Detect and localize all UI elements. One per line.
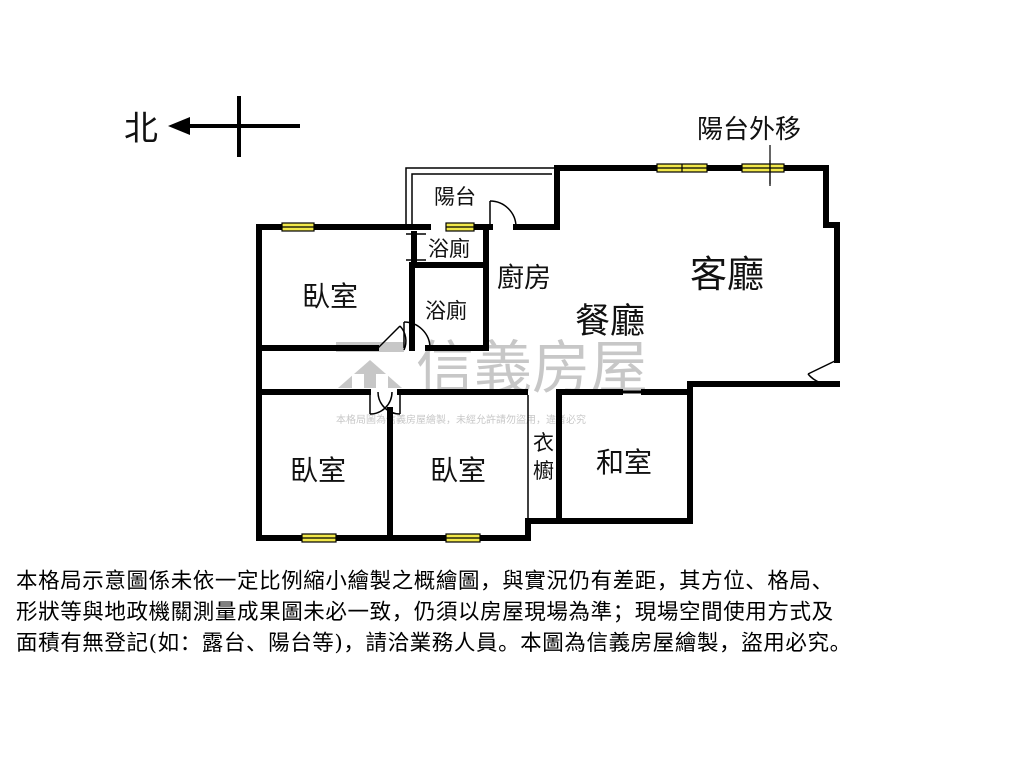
compass: 北 xyxy=(124,96,300,157)
door-bedroom-3 xyxy=(377,391,401,415)
disclaimer-line-1: 本格局示意圖係未依一定比例縮小繪製之概繪圖，與實況仍有差距，其方位、格局、 xyxy=(16,569,834,594)
window-bathroom xyxy=(445,222,475,232)
room-label-living: 客廳 xyxy=(690,253,764,296)
doors xyxy=(369,200,838,415)
door-bathroom-upper xyxy=(406,233,426,261)
room-label-dining: 餐廳 xyxy=(575,302,645,342)
window-bedroom-3 xyxy=(445,533,481,543)
room-label-wardrobe-top: 衣 xyxy=(533,431,554,455)
room-label-bedroom-2: 臥室 xyxy=(290,454,346,487)
door-living xyxy=(807,359,838,386)
windows xyxy=(281,160,785,543)
door-bedroom-1 xyxy=(377,325,407,351)
disclaimer: 本格局示意圖係未依一定比例縮小繪製之概繪圖，與實況仍有差距，其方位、格局、 形狀… xyxy=(16,566,1016,659)
floor-plan: 北 信義房屋 本格局圖為信義房屋繪製，未經允許請勿盜用，違者必究 xyxy=(124,96,840,543)
disclaimer-line-2: 形狀等與地政機關測量成果圖未必一致，仍須以房屋現場為準；現場空間使用方式及 xyxy=(16,600,834,625)
room-label-bathroom-1: 浴廁 xyxy=(428,237,470,261)
balcony-railing xyxy=(405,167,557,230)
north-label: 北 xyxy=(124,109,158,149)
window-living-1 xyxy=(656,163,708,173)
door-bathroom-lower xyxy=(403,321,431,349)
balcony-relocated-label: 陽台外移 xyxy=(697,115,801,145)
room-label-bedroom-3: 臥室 xyxy=(430,454,486,487)
watermark-notice: 本格局圖為信義房屋繪製，未經允許請勿盜用，違者必究 xyxy=(336,413,586,426)
room-label-kitchen: 廚房 xyxy=(497,263,551,294)
window-bedroom-1 xyxy=(281,222,315,232)
door-bedroom-2 xyxy=(369,391,393,415)
room-label-bathroom-2: 浴廁 xyxy=(425,299,467,323)
window-living-2 xyxy=(741,160,785,184)
disclaimer-line-3: 面積有無登記(如：露台、陽台等)，請洽業務人員。本圖為信義房屋繪製，盜用必究。 xyxy=(16,631,852,656)
room-label-balcony: 陽台 xyxy=(434,185,476,209)
room-label-bedroom-1: 臥室 xyxy=(302,280,358,313)
north-arrow-icon xyxy=(168,117,190,135)
door-balcony xyxy=(489,200,517,228)
watermark: 信義房屋 本格局圖為信義房屋繪製，未經允許請勿盜用，違者必究 xyxy=(336,334,648,426)
window-bedroom-2 xyxy=(301,533,337,543)
room-label-wardrobe-bottom: 櫥 xyxy=(533,459,554,483)
room-label-japanese: 和室 xyxy=(596,446,652,479)
